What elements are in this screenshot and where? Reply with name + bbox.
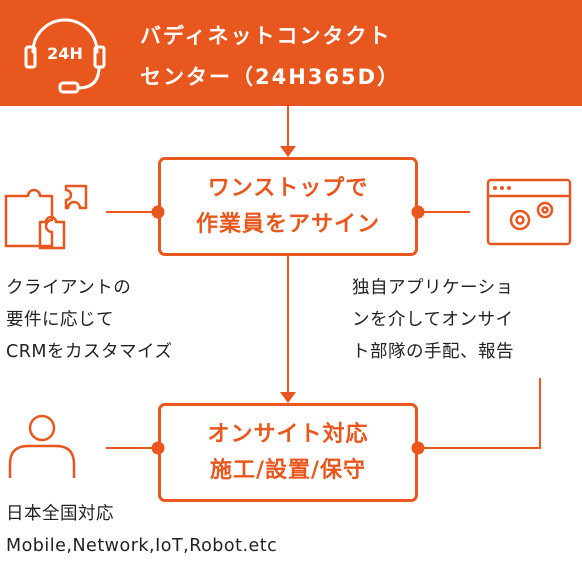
header-title-line1: バディネットコンタクト	[140, 24, 392, 48]
onsite-box-line2: 施工/設置/保守	[209, 457, 367, 483]
puzzle-icon	[4, 184, 88, 250]
note-line: 要件に応じて	[6, 310, 114, 330]
assign-box-line1: ワンストップで	[207, 175, 369, 201]
note-line: クライアントの	[6, 278, 132, 298]
note-line: Mobile,Network,IoT,Robot.etc	[6, 536, 278, 556]
header-banner: 24H バディネットコンタクト センター（24H365D）	[0, 0, 582, 106]
note-line: ト部隊の手配、報告	[352, 342, 514, 362]
onsite-box-line1: オンサイト対応	[207, 421, 369, 447]
connector-dot	[151, 205, 165, 219]
line-note-to-box2	[418, 378, 541, 449]
gear-window-icon	[486, 178, 572, 246]
note-line: 日本全国対応	[6, 504, 114, 524]
coverage-note: 日本全国対応 Mobile,Network,IoT,Robot.etc	[6, 498, 277, 562]
note-line: CRMをカスタマイズ	[6, 342, 173, 362]
headset-icon: 24H	[24, 18, 106, 94]
connector-dot	[411, 205, 425, 219]
note-line: ンを介してオンサイ	[352, 310, 514, 330]
person-icon	[8, 414, 76, 478]
note-line: 独自アプリケーショ	[352, 278, 514, 298]
connector-dot	[411, 441, 425, 455]
connector-dot	[151, 441, 165, 455]
client-requirements-note: クライアントの 要件に応じて CRMをカスタマイズ	[6, 272, 172, 368]
onsite-box: オンサイト対応 施工/設置/保守	[158, 403, 418, 502]
app-dispatch-note: 独自アプリケーショ ンを介してオンサイ ト部隊の手配、報告	[352, 272, 514, 368]
headset-label: 24H	[47, 44, 83, 63]
header-title-line2: センター（24H365D）	[140, 65, 401, 89]
assign-box-line2: 作業員をアサイン	[195, 211, 380, 237]
